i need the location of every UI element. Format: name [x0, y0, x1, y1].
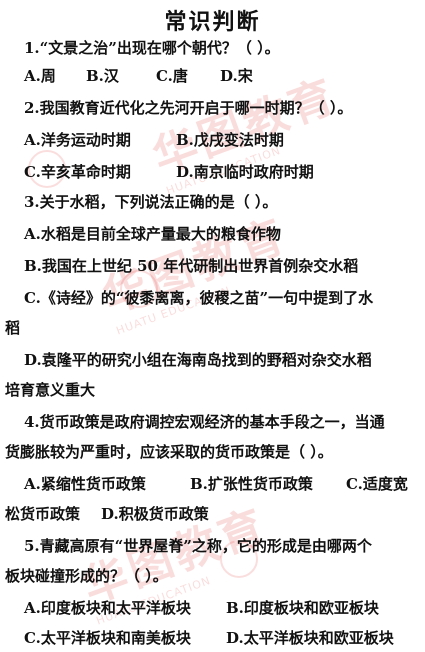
question-5-option-b[interactable]: B.印度板块和欧亚板块: [226, 599, 379, 617]
question-5-option-a[interactable]: A.印度板块和太平洋板块: [24, 599, 191, 617]
question-4-options-row-2: 松货币政策 D.积极货币政策: [5, 504, 415, 524]
question-1-option-d[interactable]: D.宋: [220, 67, 253, 85]
question-5-stem-line-2: 板块碰撞形成的？（ ）。: [5, 567, 168, 585]
question-3-option-a[interactable]: A.水稻是目前全球产量最大的粮食作物: [24, 225, 281, 243]
question-1-option-a[interactable]: A.周: [24, 67, 56, 85]
question-3-option-c-line-2[interactable]: 稻: [5, 319, 21, 337]
question-2-option-c[interactable]: C.辛亥革命时期: [24, 163, 131, 181]
question-5-option-d[interactable]: D.太平洋板块和欧亚板块: [226, 629, 394, 647]
question-2-options-row-1: A.洋务运动时期 B.戊戌变法时期: [24, 130, 414, 150]
question-2-option-d[interactable]: D.南京临时政府时期: [176, 163, 314, 181]
page-title: 常识判断: [164, 9, 261, 35]
question-3-option-b[interactable]: B.我国在上世纪 50 年代研制出世界首例杂交水稻: [24, 257, 359, 275]
question-3-option-d-line-1[interactable]: D.袁隆平的研究小组在海南岛找到的野稻对杂交水稻: [24, 351, 372, 369]
question-4-option-b[interactable]: B.扩张性货币政策: [190, 475, 313, 493]
question-5-option-c[interactable]: C.太平洋板块和南美板块: [24, 629, 191, 647]
question-5-options-row-1: A.印度板块和太平洋板块 B.印度板块和欧亚板块: [24, 598, 414, 618]
question-2-option-b[interactable]: B.戊戌变法时期: [176, 131, 284, 149]
question-4-option-c-part-1[interactable]: C.适度宽: [346, 475, 408, 493]
question-1-option-c[interactable]: C.唐: [156, 67, 188, 85]
question-3-option-c-line-1[interactable]: C.《诗经》的“彼黍离离，彼稷之苗”一句中提到了水: [24, 289, 374, 307]
question-2-option-a[interactable]: A.洋务运动时期: [24, 131, 131, 149]
question-5-options-row-2: C.太平洋板块和南美板块 D.太平洋板块和欧亚板块: [24, 628, 414, 648]
question-4-options-row-1: A.紧缩性货币政策 B.扩张性货币政策 C.适度宽: [24, 474, 414, 494]
question-4-option-d[interactable]: D.积极货币政策: [101, 505, 209, 523]
question-1-stem: 1.“文景之治”出现在哪个朝代？（ ）。: [24, 39, 280, 57]
question-2-stem: 2.我国教育近代化之先河开启于哪一时期？（ ）。: [24, 99, 353, 117]
question-1-options: A.周 B.汉 C.唐 D.宋: [24, 66, 414, 86]
question-4-stem-line-2: 货膨胀较为严重时，应该采取的货币政策是（ ）。: [5, 443, 333, 461]
question-4-option-c-part-2[interactable]: 松货币政策: [5, 505, 81, 523]
question-4-option-a[interactable]: A.紧缩性货币政策: [24, 475, 146, 493]
question-3-option-d-line-2[interactable]: 培育意义重大: [5, 381, 96, 399]
question-4-stem-line-1: 4.货币政策是政府调控宏观经济的基本手段之一，当通: [24, 413, 385, 431]
question-3-stem: 3.关于水稻，下列说法正确的是（ ）。: [24, 193, 278, 211]
question-2-options-row-2: C.辛亥革命时期 D.南京临时政府时期: [24, 162, 414, 182]
question-5-stem-line-1: 5.青藏高原有“世界屋脊”之称，它的形成是由哪两个: [24, 537, 372, 555]
question-1-option-b[interactable]: B.汉: [86, 67, 119, 85]
